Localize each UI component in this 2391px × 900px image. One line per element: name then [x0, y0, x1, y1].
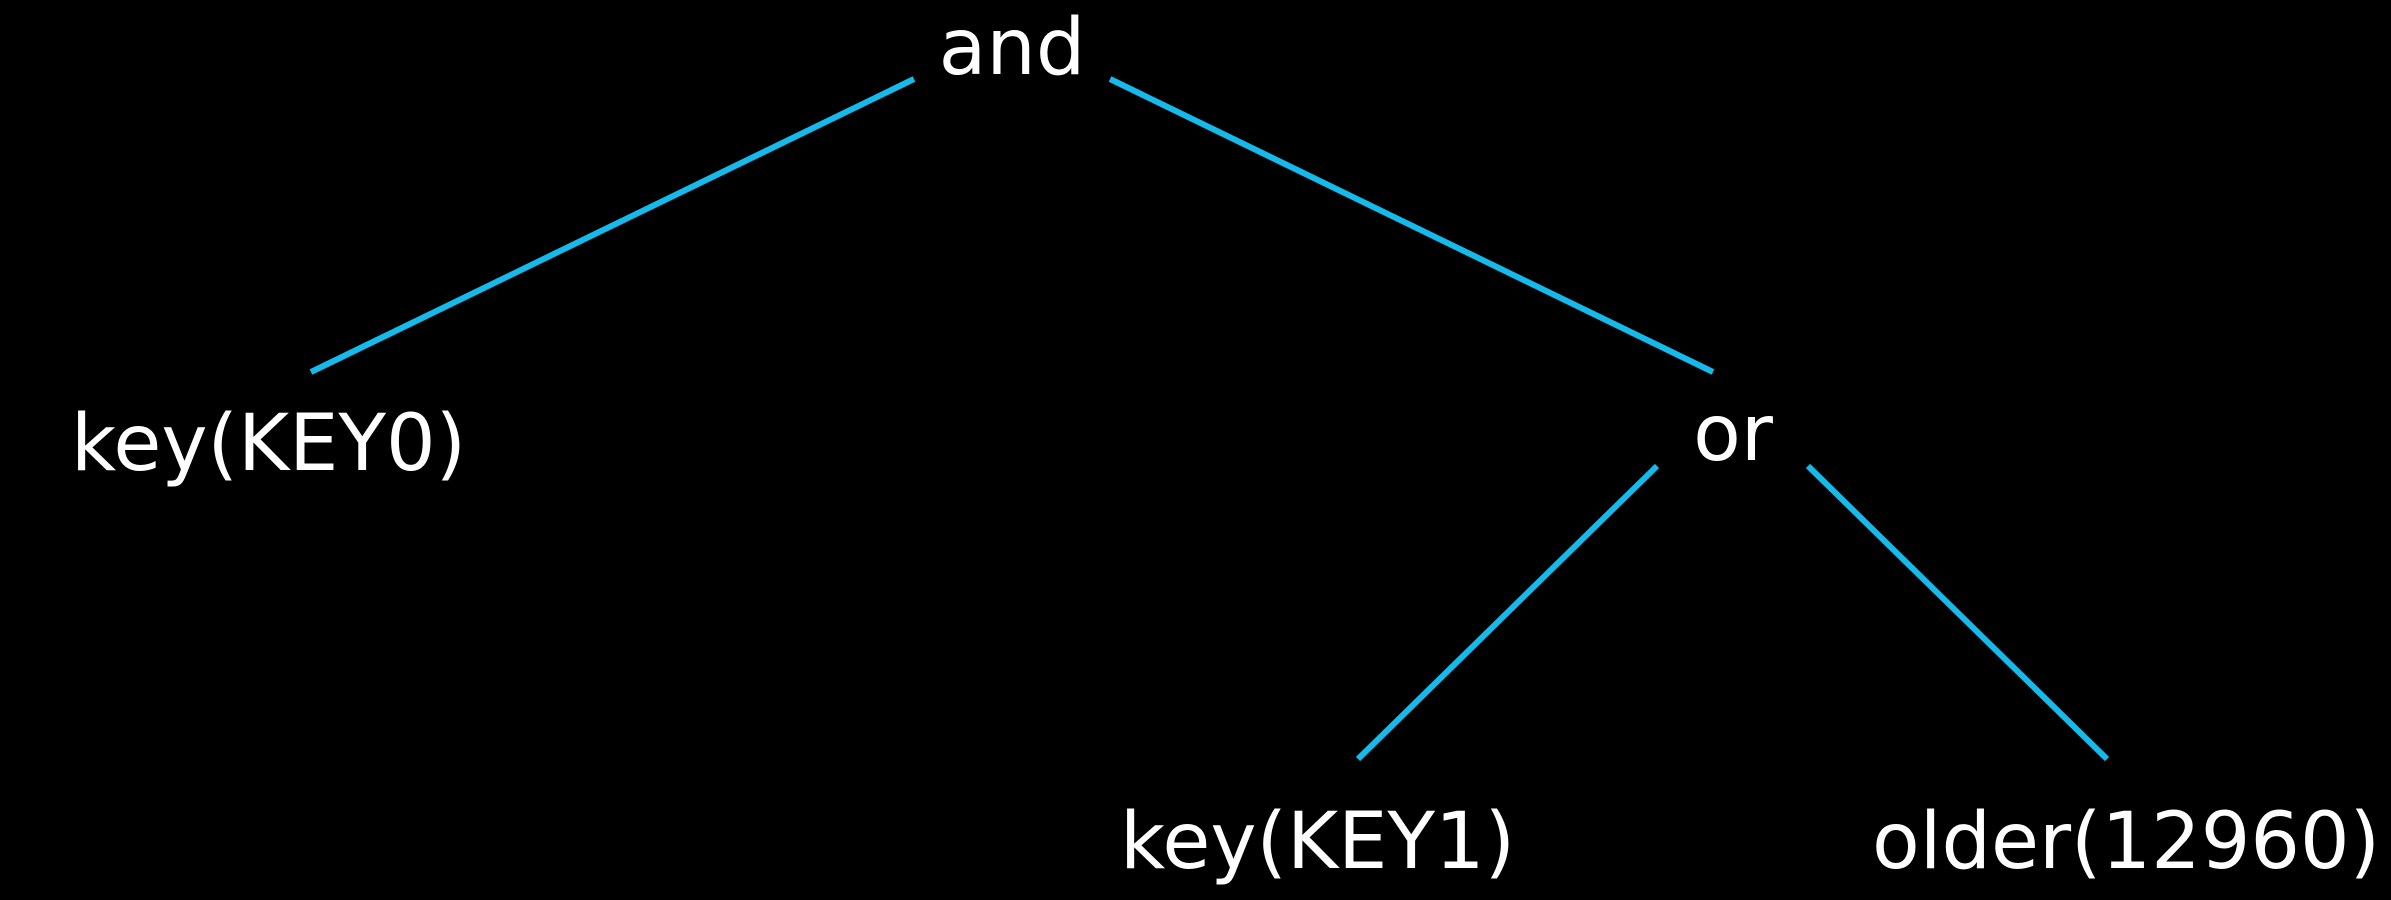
- edge-or-to-older: [1805, 463, 2110, 762]
- edge-or-to-key1: [1355, 463, 1660, 762]
- edge-and-to-key0: [309, 76, 916, 375]
- node-older: older(12960): [1872, 797, 2380, 887]
- node-and: and: [939, 3, 1086, 93]
- node-or: or: [1693, 389, 1774, 479]
- node-key1: key(KEY1): [1120, 797, 1515, 887]
- node-key0: key(KEY0): [71, 399, 466, 489]
- edge-and-to-or: [1108, 76, 1715, 375]
